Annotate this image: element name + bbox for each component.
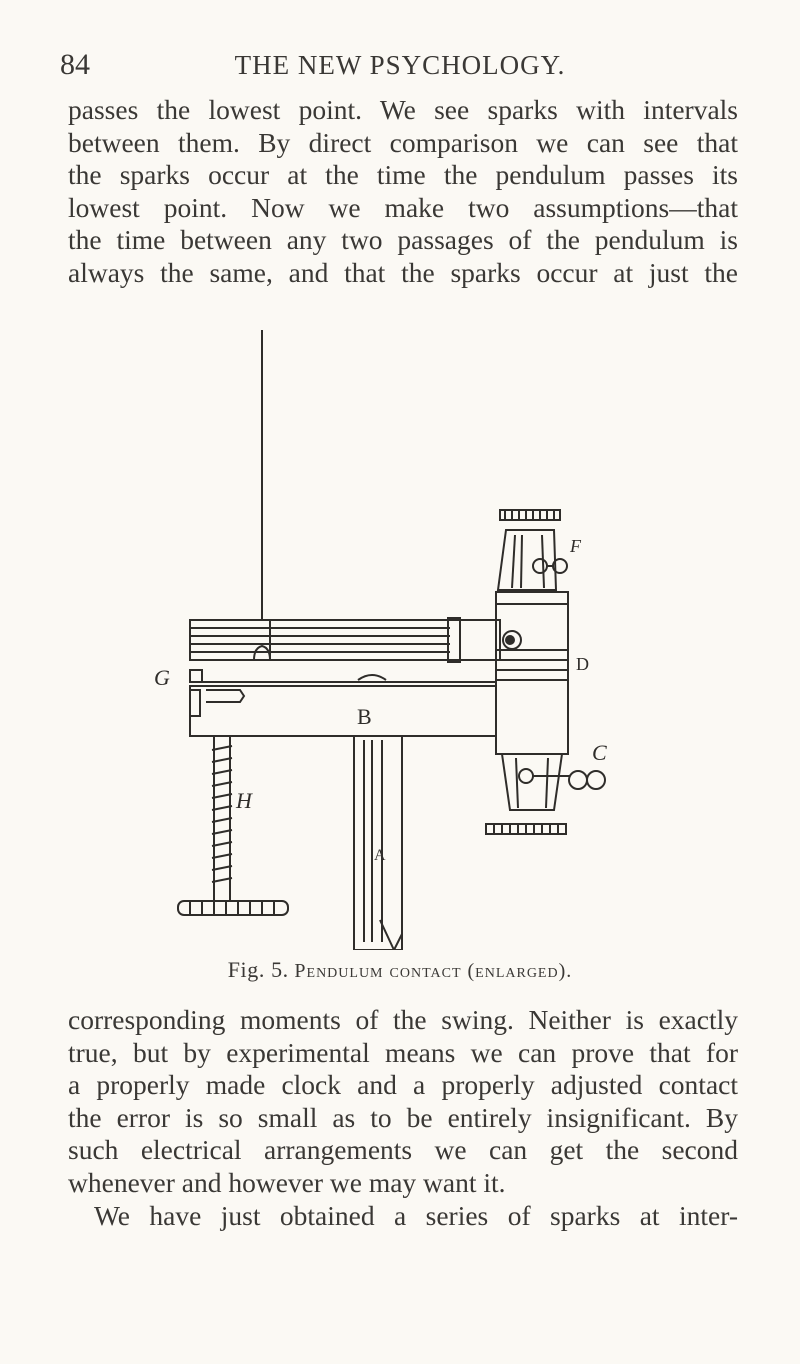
label-A: A [374,847,386,864]
pendulum-contact-figure: G H B D C F A [150,330,650,953]
label-B: B [357,704,372,729]
label-C: C [592,740,607,765]
label-F: F [569,536,582,556]
paragraph-top: passes the lowest point. We see sparks w… [68,94,738,290]
rod-hook [253,620,271,661]
text-line: a properly made clock and a properly adj… [68,1069,738,1101]
text-line: the error is so small as to be entirely … [68,1101,738,1133]
upper-insulator [496,529,558,591]
milled-head [177,900,289,916]
text-line: between them. By direct comparison we ca… [68,126,738,158]
contact-spring [353,735,403,951]
lower-insulator [500,753,564,811]
text-line: always the same, and that the sparks occ… [68,256,738,288]
text-line: corresponding moments of the swing. Neit… [68,1004,738,1035]
pendulum-contact-drawing: G H B D C F A [154,330,607,953]
figure-number: Fig. 5. [227,957,289,982]
label-D: D [576,654,589,674]
text-line: passes the lowest point. We see sparks w… [68,94,738,125]
page-number: 84 [60,48,90,81]
text-line: the time between any two passages of the… [68,224,738,256]
upper-arm [189,619,501,661]
text-line: the sparks occur at the time the pendulu… [68,159,738,191]
figure-caption: Fig. 5. Pendulum contact (enlarged). [0,957,800,983]
middle-bar [189,685,497,737]
running-head: THE NEW PSYCHOLOGY. [234,50,566,80]
text-line: lowest point. Now we make two assumption… [68,191,738,223]
text-line: such electrical arrangements we can get … [68,1134,738,1166]
figure-title: Pendulum contact (enlarged). [294,960,573,982]
paragraph-bottom: corresponding moments of the swing. Neit… [68,1004,738,1232]
label-H: H [235,788,253,813]
text-line: whenever and however we may want it. [68,1166,506,1198]
text-line: true, but by experimental means we can p… [68,1036,738,1068]
page-header: 84 THE NEW PSYCHOLOGY. [60,48,740,88]
text-line: We have just obtained a series of sparks… [94,1199,738,1231]
label-G: G [154,665,170,690]
